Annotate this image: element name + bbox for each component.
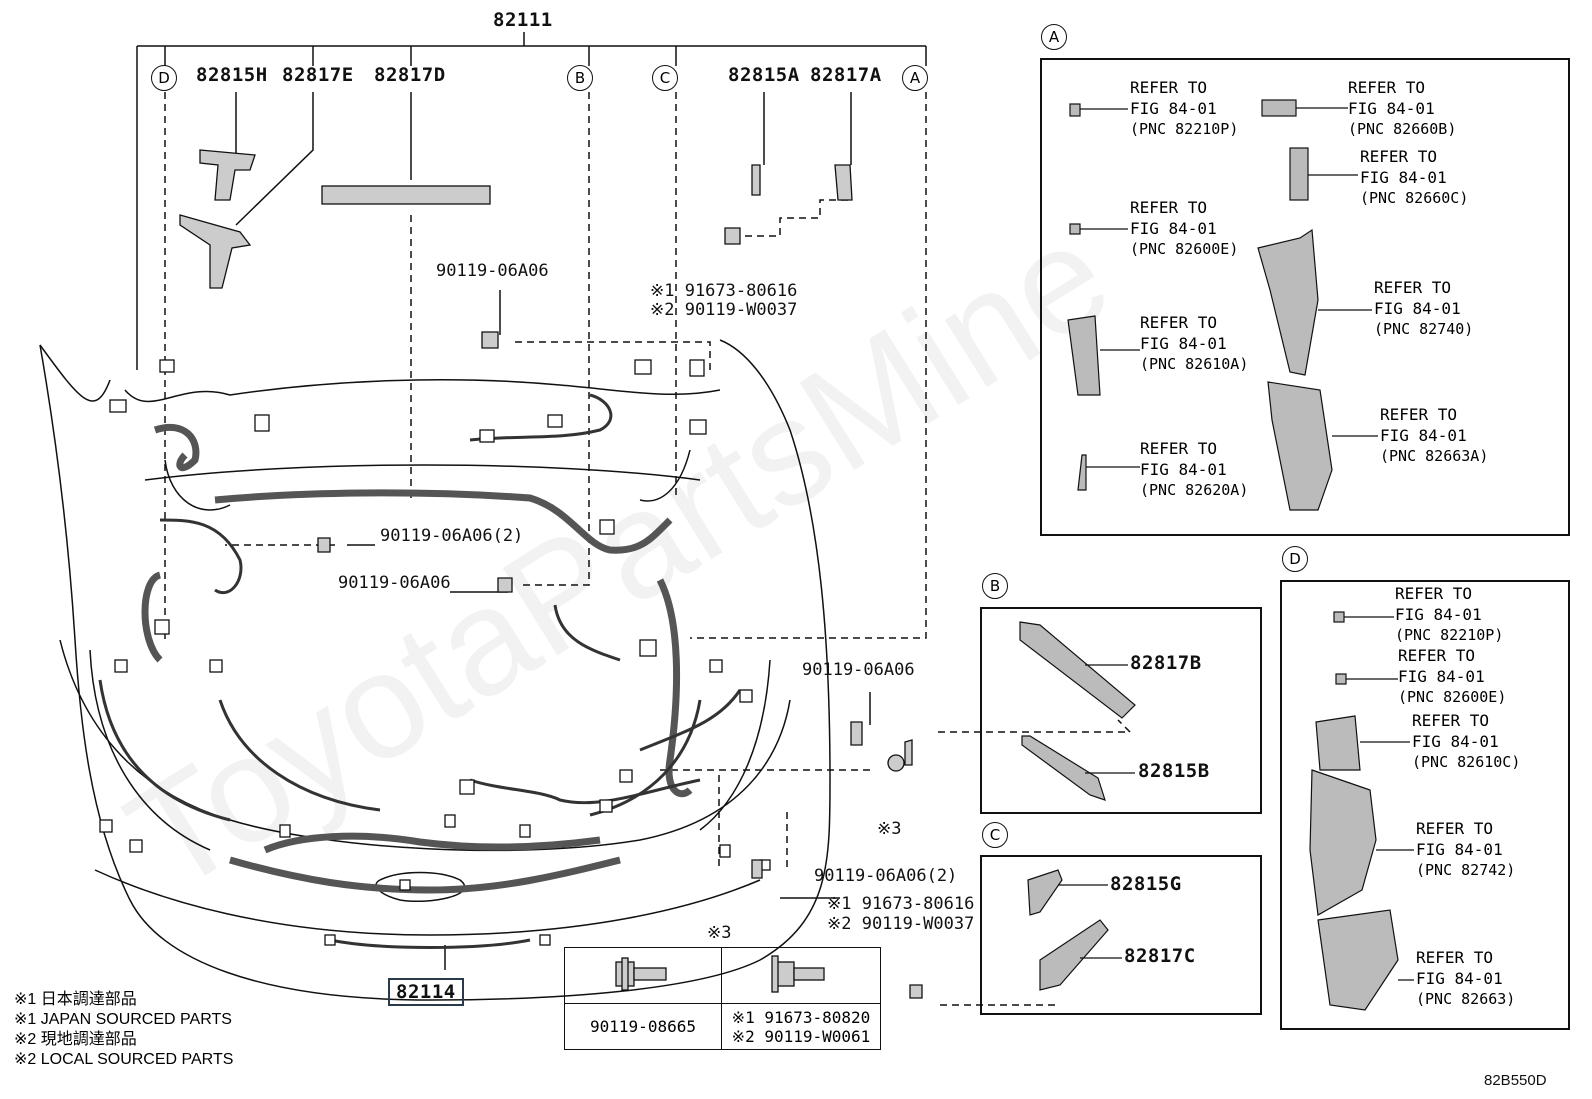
part-82111-label: 82111	[493, 9, 553, 31]
part-82815B-label: 82815B	[1138, 760, 1210, 782]
panel-B-marker: B	[982, 573, 1008, 599]
bolt-note-japan-2: ※1 91673-80616	[827, 894, 975, 914]
callout-D-marker: D	[151, 65, 177, 91]
part-82815H-label: 82815H	[196, 64, 268, 86]
bolt-label-1: 90119-06A06	[436, 261, 549, 281]
fastener-table: 90119-08665 ※1 91673-80820 ※2 90119-W006…	[564, 947, 881, 1050]
panel-A	[1040, 58, 1570, 536]
callout-A-marker: A	[902, 65, 928, 91]
bolt-label-3: 90119-06A06	[338, 573, 451, 593]
bolt-note-japan: ※1 91673-80616	[650, 281, 798, 301]
part-82817C-label: 82817C	[1124, 945, 1196, 967]
panel-C	[980, 855, 1262, 1015]
part-82114-label: 82114	[388, 978, 464, 1006]
part-82817D-label: 82817D	[374, 64, 446, 86]
footnote-2-jp: ※2 現地調達部品	[14, 1031, 137, 1048]
callout-B-marker: B	[567, 65, 593, 91]
panel-A-marker: A	[1041, 24, 1067, 50]
bolt-flange-icon	[564, 947, 722, 1004]
part-82817E-label: 82817E	[282, 64, 354, 86]
panel-D-marker: D	[1282, 546, 1308, 572]
footnote-2-en: ※2 LOCAL SOURCED PARTS	[14, 1051, 234, 1068]
bolt-label-5: 90119-06A06(2)	[814, 866, 958, 886]
part-82815G-label: 82815G	[1110, 873, 1182, 895]
bolt-note-local-2: ※2 90119-W0037	[827, 914, 975, 934]
callout-C-marker: C	[652, 65, 678, 91]
panel-C-marker: C	[982, 822, 1008, 848]
part-82817B-label: 82817B	[1130, 652, 1202, 674]
panel-D	[1280, 580, 1570, 1030]
bolt-x3-note-2: ※3	[707, 923, 732, 943]
panel-B	[980, 607, 1262, 814]
bolt-note-local: ※2 90119-W0037	[650, 300, 798, 320]
part-82815A-label: 82815A	[728, 64, 800, 86]
fastener-left-partno: 90119-08665	[564, 1003, 722, 1050]
bolt-label-2: 90119-06A06(2)	[380, 526, 524, 546]
figure-code: 82B550D	[1484, 1072, 1547, 1089]
bolt-x3-note-1: ※3	[877, 819, 902, 839]
footnote-1-en: ※1 JAPAN SOURCED PARTS	[14, 1011, 232, 1028]
fastener-right-partnos: ※1 91673-80820 ※2 90119-W0061	[721, 1003, 881, 1050]
part-82817A-label: 82817A	[810, 64, 882, 86]
footnote-1-jp: ※1 日本調達部品	[14, 991, 137, 1008]
bolt-label-4: 90119-06A06	[802, 660, 915, 680]
bolt-washer-icon	[721, 947, 881, 1004]
